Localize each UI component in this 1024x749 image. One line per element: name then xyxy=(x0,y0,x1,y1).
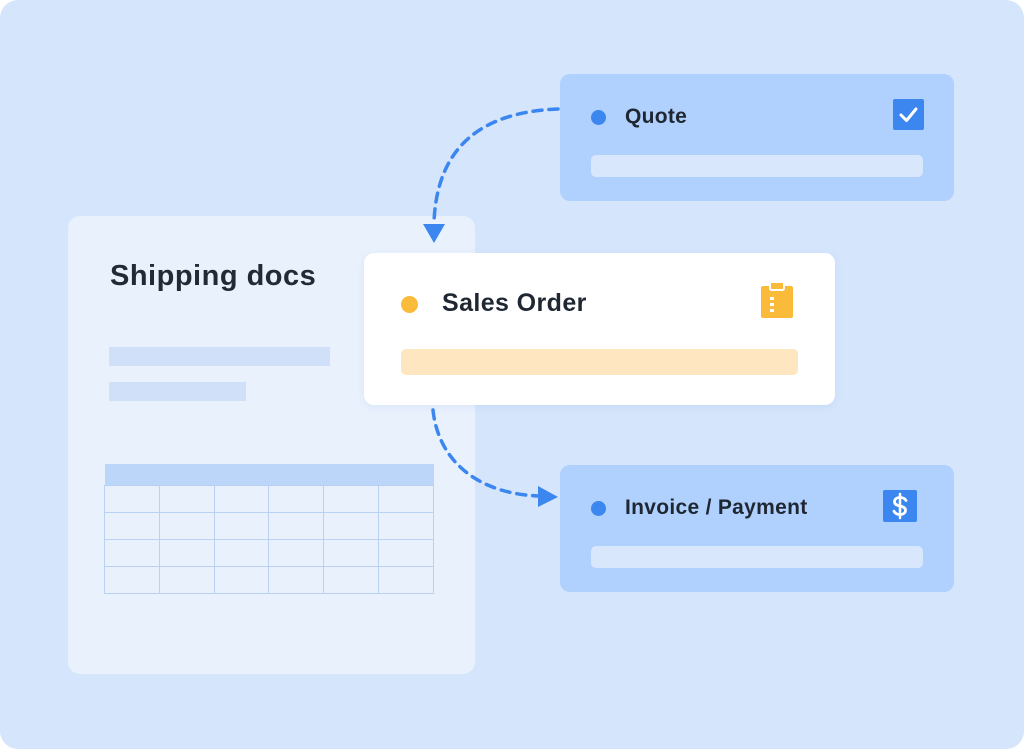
table-cell xyxy=(323,485,380,513)
table-cell xyxy=(268,539,325,567)
table-cell xyxy=(158,512,215,540)
invoice-payment-card[interactable]: Invoice / Payment xyxy=(560,465,954,592)
sales-order-label: Sales Order xyxy=(442,289,587,317)
table-cell xyxy=(104,539,160,567)
docs-placeholder-line xyxy=(109,382,246,401)
invoice-placeholder-bar xyxy=(591,546,923,568)
table-cell xyxy=(268,566,325,594)
clipboard-icon xyxy=(761,282,793,318)
table-cell xyxy=(213,566,270,594)
table-cell xyxy=(378,485,434,513)
status-dot xyxy=(401,296,418,313)
quote-placeholder-bar xyxy=(591,155,923,177)
table-cell xyxy=(378,539,434,567)
table-row xyxy=(104,512,434,540)
status-dot xyxy=(591,110,606,125)
arrowhead-right xyxy=(538,486,558,507)
table-cell xyxy=(158,566,215,594)
table-cell xyxy=(268,512,325,540)
table-cell xyxy=(213,485,270,513)
docs-placeholder-line xyxy=(109,347,330,366)
table-cell xyxy=(104,485,160,513)
sales-order-card[interactable]: Sales Order xyxy=(364,253,835,405)
table-cell xyxy=(158,539,215,567)
quote-card[interactable]: Quote xyxy=(560,74,954,201)
table-cell xyxy=(323,539,380,567)
table-cell xyxy=(104,512,160,540)
table-row xyxy=(104,539,434,567)
docs-table xyxy=(104,464,434,594)
table-cell xyxy=(378,566,434,594)
checkbox-checked-icon xyxy=(893,99,924,130)
table-row xyxy=(104,485,434,513)
dollar-icon xyxy=(883,490,917,522)
invoice-payment-label: Invoice / Payment xyxy=(625,496,808,519)
table-cell xyxy=(213,539,270,567)
table-cell xyxy=(378,512,434,540)
shipping-docs-title: Shipping docs xyxy=(110,260,317,292)
table-cell xyxy=(104,566,160,594)
table-cell xyxy=(268,485,325,513)
docs-table-header xyxy=(104,464,434,486)
table-cell xyxy=(158,485,215,513)
sales-order-placeholder-bar xyxy=(401,349,798,375)
quote-label: Quote xyxy=(625,105,688,128)
table-cell xyxy=(323,566,380,594)
table-row xyxy=(104,566,434,594)
table-header-cell xyxy=(104,464,434,486)
table-cell xyxy=(213,512,270,540)
status-dot xyxy=(591,501,606,516)
arrow-quote-to-order xyxy=(432,107,560,224)
table-cell xyxy=(323,512,380,540)
